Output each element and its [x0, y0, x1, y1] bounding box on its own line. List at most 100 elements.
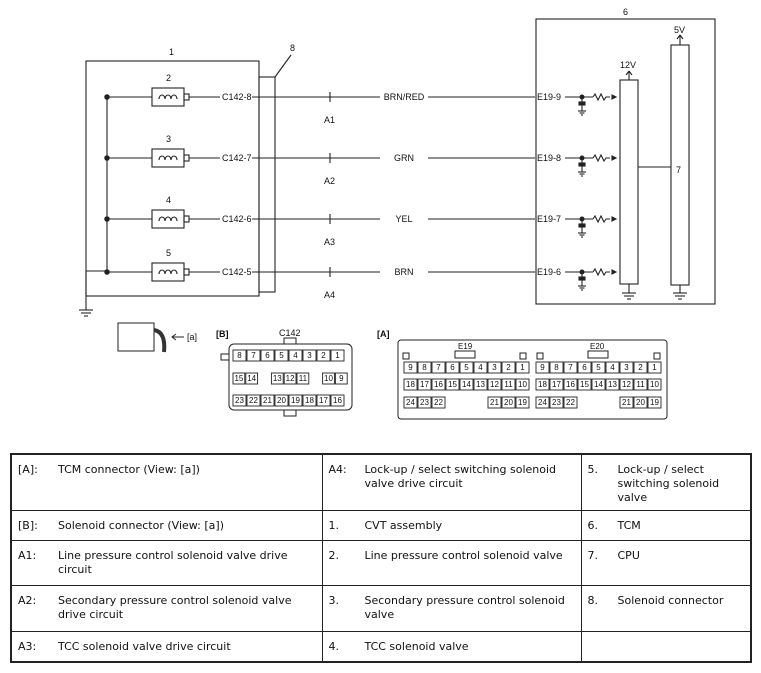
connector-pin-number: 8 — [554, 363, 559, 372]
connector-pin-number: 7 — [568, 363, 573, 372]
connector-pin-number: 24 — [538, 398, 547, 407]
circuit-label: A4 — [324, 290, 335, 300]
solenoid-number-label: 5 — [166, 248, 171, 258]
c142-pin-cell — [296, 372, 310, 385]
legend-description: TCM — [617, 519, 641, 533]
c142-pin-number: 9 — [339, 374, 344, 383]
connector-pin-cell — [647, 396, 662, 409]
tag-b: [B] — [216, 329, 229, 339]
c142-pin-number: 5 — [279, 351, 284, 360]
c142-pin-cell — [330, 394, 345, 407]
connector-pin-number: 24 — [406, 398, 415, 407]
legend-cell: 2.Line pressure control solenoid valve — [321, 539, 582, 586]
legend-code: 6. — [587, 519, 599, 533]
solenoid-number-label: 4 — [166, 195, 171, 205]
c142-terminal-label: C142-8 — [222, 92, 252, 102]
legend-description: CPU — [617, 548, 640, 562]
e19-name: E19 — [458, 342, 473, 351]
c142-pin-cell — [274, 349, 289, 362]
view-label-a: [a] — [187, 332, 197, 342]
connector-pin-number: 10 — [518, 380, 527, 389]
solenoid-number-label: 3 — [166, 134, 171, 144]
c142-pin-cell — [288, 394, 303, 407]
legend-code: [B]: — [18, 519, 38, 533]
connector-view-icon — [117, 322, 184, 353]
connector-pin-number: 11 — [504, 380, 513, 389]
connector-pin-cell — [549, 378, 564, 391]
legend-code: 8. — [587, 593, 599, 607]
connector-pin-cell — [487, 396, 502, 409]
c142-pin-number: 7 — [251, 351, 256, 360]
legend-cell: 7.CPU — [580, 539, 752, 586]
legend-cell — [580, 630, 752, 663]
connector-pin-cell — [431, 378, 446, 391]
connector-pin-number: 19 — [650, 398, 659, 407]
connector-pin-number: 1 — [520, 363, 525, 372]
c142-pin-cell — [245, 372, 259, 385]
connector-pin-number: 17 — [552, 380, 561, 389]
bus-12v-block — [619, 79, 639, 285]
connector-pin-cell — [619, 396, 634, 409]
connector-pin-number: 15 — [448, 380, 457, 389]
legend-description: TCM connector (View: [a]) — [58, 463, 200, 476]
connector-pin-cell — [487, 361, 502, 374]
connector-pin-number: 14 — [462, 380, 471, 389]
c142-terminal-label: C142-6 — [222, 214, 252, 224]
connector-pin-cell — [633, 378, 648, 391]
e19-terminal-label: E19-6 — [537, 267, 561, 277]
connector-pin-cell — [473, 378, 488, 391]
connector-pin-cell — [619, 378, 634, 391]
c142-pin-number: 10 — [324, 374, 333, 383]
legend-cell: 3.Secondary pressure control solenoid va… — [321, 584, 582, 632]
c142-pin-cell — [246, 349, 261, 362]
connector-pin-number: 13 — [608, 380, 617, 389]
connector-pin-cell — [459, 378, 474, 391]
legend-description: Lock-up / select switching solenoid valv… — [617, 463, 720, 504]
circuit-label: A3 — [324, 237, 335, 247]
solenoid-coil-icon — [151, 148, 190, 168]
circuit-row — [104, 87, 618, 116]
connector-pin-number: 9 — [540, 363, 545, 372]
legend-description: TCC solenoid valve drive circuit — [58, 639, 231, 653]
circuit-row — [104, 148, 618, 177]
connector-pin-number: 10 — [650, 380, 659, 389]
legend-cell: 6. TCM — [580, 510, 752, 541]
connector-pin-number: 12 — [622, 380, 631, 389]
connector-pin-number: 5 — [596, 363, 601, 372]
connector-pin-cell — [417, 378, 432, 391]
c142-pin-cell — [334, 372, 348, 385]
connector-pin-cell — [605, 361, 620, 374]
legend-description: Secondary pressure control solenoid valv… — [364, 593, 565, 621]
solenoid-coil-icon — [151, 87, 190, 107]
circuit-label: A1 — [324, 115, 335, 125]
c142-pin-number: 2 — [321, 351, 326, 360]
connector-pin-number: 2 — [638, 363, 643, 372]
connector-pin-cell — [563, 361, 578, 374]
c142-pin-cell — [232, 394, 247, 407]
c142-name: C142 — [279, 328, 301, 338]
legend-cell: [B]:Solenoid connector (View: [a]) — [10, 510, 323, 541]
c142-pin-number: 17 — [319, 396, 328, 405]
c142-pin-cell — [232, 372, 246, 385]
connector-pin-cell — [445, 378, 460, 391]
connector-pin-number: 12 — [490, 380, 499, 389]
legend-cell: 4.TCC solenoid valve — [321, 630, 582, 663]
c142-pin-number: 23 — [235, 396, 244, 405]
e19-terminal-label: E19-8 — [537, 153, 561, 163]
label-5v: 5V — [674, 25, 685, 35]
c142-pin-cell — [330, 349, 345, 362]
connector-pin-number: 3 — [624, 363, 629, 372]
c142-pin-number: 16 — [333, 396, 342, 405]
connector-pin-number: 20 — [504, 398, 513, 407]
connector-pin-cell — [563, 378, 578, 391]
legend-description: Secondary pressure control solenoid valv… — [58, 593, 292, 621]
c142-pin-cell — [270, 372, 284, 385]
e20-name: E20 — [590, 342, 605, 351]
c142-pin-number: 1 — [335, 351, 340, 360]
legend-code: A3: — [18, 639, 37, 653]
connector-pin-number: 4 — [610, 363, 615, 372]
connector-pin-cell — [431, 396, 446, 409]
connector-pin-cell — [535, 396, 550, 409]
connector-pin-cell — [431, 361, 446, 374]
legend-cell: A3: TCC solenoid valve drive circuit — [10, 630, 323, 663]
